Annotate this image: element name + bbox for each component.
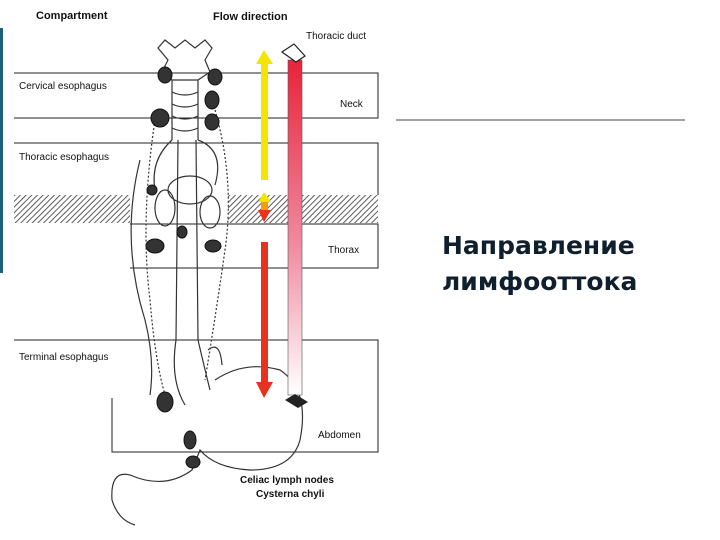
lymph-node <box>157 66 173 84</box>
lymph-channel-right <box>204 109 229 381</box>
frame-terminal-top <box>14 339 379 398</box>
lymph-channel-left <box>145 119 166 396</box>
yellow-arrow-upper-shaft <box>261 62 268 180</box>
header-thoracic-duct: Thoracic duct <box>306 31 366 42</box>
slide-title-line2: лимфооттока <box>442 267 638 296</box>
label-abdomen: Abdomen <box>318 430 361 441</box>
thoracic-duct-top-cap <box>280 43 306 63</box>
lymph-node <box>145 238 165 254</box>
frame-thoracic-bottom <box>130 223 379 269</box>
thoracic-duct-bar <box>287 59 303 396</box>
header-flow-direction: Flow direction <box>213 11 288 23</box>
slide-title-line1: Направление <box>442 231 635 260</box>
lymph-node <box>204 113 220 131</box>
cisterna-chyli-cap <box>285 394 308 408</box>
red-arrow-lower-head <box>256 382 273 398</box>
right-bronchus <box>199 195 221 229</box>
lymph-node <box>207 68 223 86</box>
lymph-vessel-outer <box>130 159 153 396</box>
lymph-node <box>150 108 170 128</box>
frame-thoracic-top <box>14 142 379 195</box>
label-cervical-esophagus: Cervical esophagus <box>19 81 107 92</box>
yellow-arrow-middle-head <box>258 192 271 202</box>
frame-abdomen <box>111 398 379 453</box>
lymph-node <box>204 239 222 253</box>
frame-cervical <box>14 72 379 119</box>
lymph-node <box>185 455 201 469</box>
label-neck: Neck <box>340 99 364 110</box>
left-bronchus <box>154 189 176 227</box>
lymph-node <box>146 184 158 196</box>
label-thorax: Thorax <box>328 245 359 256</box>
lymph-node <box>156 391 174 413</box>
label-celiac-lymph-nodes: Celiac lymph nodes <box>240 475 334 486</box>
lymph-nodes <box>145 66 223 469</box>
red-arrow-middle-head <box>258 210 271 222</box>
diaphragm-band-right <box>228 195 378 223</box>
compartment-frames <box>14 72 379 453</box>
esophagus-tube <box>173 139 211 406</box>
slide-title: Направление лимфооттока <box>442 228 702 300</box>
lymph-node <box>204 90 220 110</box>
label-cisterna-chyli: Cysterna chyli <box>256 489 325 500</box>
middle-arrow-shaft <box>261 202 268 210</box>
stomach-outline <box>111 366 303 526</box>
lymph-node <box>183 430 197 450</box>
lymph-node <box>176 225 188 239</box>
header-compartment: Compartment <box>36 10 108 22</box>
label-thoracic-esophagus: Thoracic esophagus <box>19 152 109 163</box>
diaphragm-band-left <box>14 195 130 223</box>
red-arrow-lower-shaft <box>261 242 268 384</box>
trachea-outline <box>171 80 199 140</box>
anatomy-illustration <box>111 39 303 526</box>
trachea-rings <box>171 91 199 132</box>
accent-bar <box>0 28 3 273</box>
cardia-curve <box>207 346 223 366</box>
label-terminal-esophagus: Terminal esophagus <box>19 352 109 363</box>
larynx-shape <box>157 39 213 81</box>
flow-arrows <box>256 43 308 408</box>
yellow-arrow-upper-head <box>256 50 273 64</box>
aortic-arch <box>167 175 213 205</box>
